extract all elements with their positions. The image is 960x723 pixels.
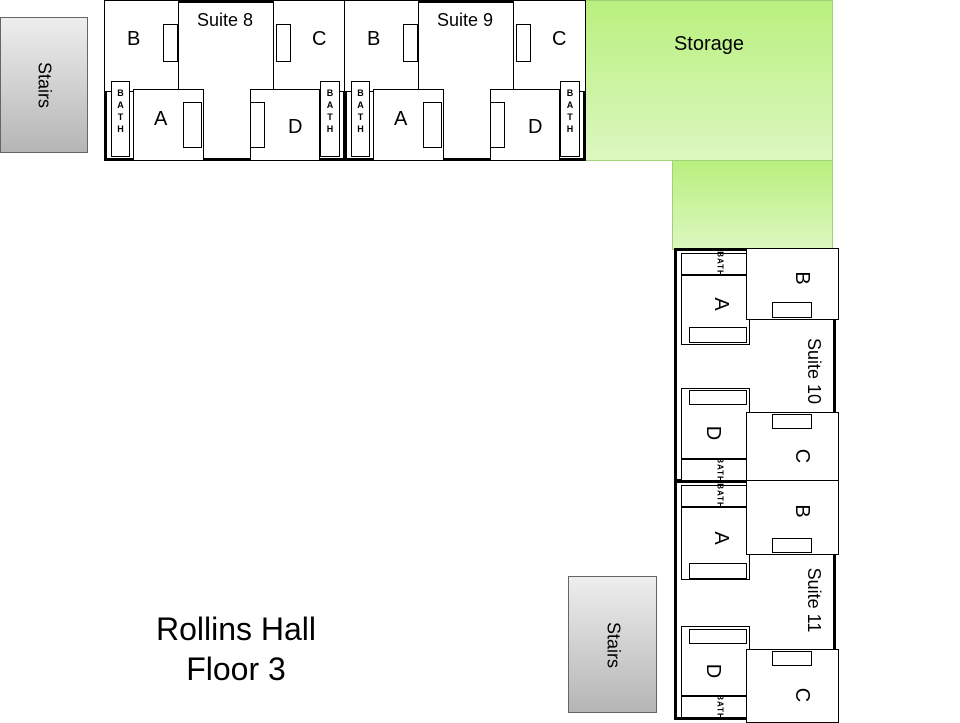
room-label: D [702, 425, 724, 441]
room-label: D [702, 663, 724, 679]
room-label: B [367, 28, 381, 50]
bed [183, 102, 202, 148]
bed [403, 24, 418, 62]
bed [516, 24, 531, 62]
room-label: D [528, 116, 543, 138]
bed [689, 327, 747, 343]
bed [772, 302, 812, 318]
room-label: C [552, 28, 567, 50]
building-name: Rollins Hall [155, 611, 317, 647]
bath-label: BATH [715, 251, 724, 277]
floor-label: Floor 3 [186, 651, 286, 687]
suite-11: BATH BATH Suite 11 A B C D [674, 480, 839, 723]
room-label: C [791, 448, 813, 464]
bath-label: BATH [715, 483, 724, 509]
stairs-top-left: Stairs [0, 17, 88, 153]
bed [689, 390, 747, 405]
bed [423, 102, 442, 148]
bed [689, 629, 747, 644]
suite-title: Suite 8 [196, 10, 254, 30]
storage-label: Storage [673, 33, 745, 55]
bed [490, 102, 505, 148]
room-label: A [394, 108, 408, 130]
room-label: C [312, 28, 327, 50]
suite-10: BATH BATH Suite 10 A B C D [674, 248, 839, 485]
bed [772, 414, 812, 429]
storage-area: Storage [585, 0, 833, 161]
bath-label: BATH [715, 694, 724, 720]
building-title: Rollins Hall Floor 3 [116, 609, 356, 689]
room-label: B [791, 504, 813, 518]
room-label: B [791, 271, 813, 285]
stairs-bottom: Stairs [568, 576, 657, 713]
bed [250, 102, 265, 148]
room-label: A [154, 108, 168, 130]
suite-title: Suite 11 [804, 567, 824, 633]
room-label: D [288, 116, 303, 138]
storage-corridor [672, 160, 833, 250]
bath-label: BATH [715, 457, 724, 483]
bed [772, 651, 812, 666]
bed [689, 563, 747, 579]
suite-title: Suite 9 [436, 10, 494, 30]
room-label: B [127, 28, 141, 50]
stairs-label: Stairs [34, 61, 55, 109]
room-label: A [710, 297, 732, 311]
bed [276, 24, 291, 62]
bed [772, 538, 812, 553]
room-label: C [791, 687, 813, 703]
room-label: A [710, 531, 732, 545]
room-c [513, 0, 586, 92]
suite-title: Suite 10 [804, 337, 824, 405]
bed [163, 24, 178, 62]
stairs-label: Stairs [603, 621, 623, 668]
